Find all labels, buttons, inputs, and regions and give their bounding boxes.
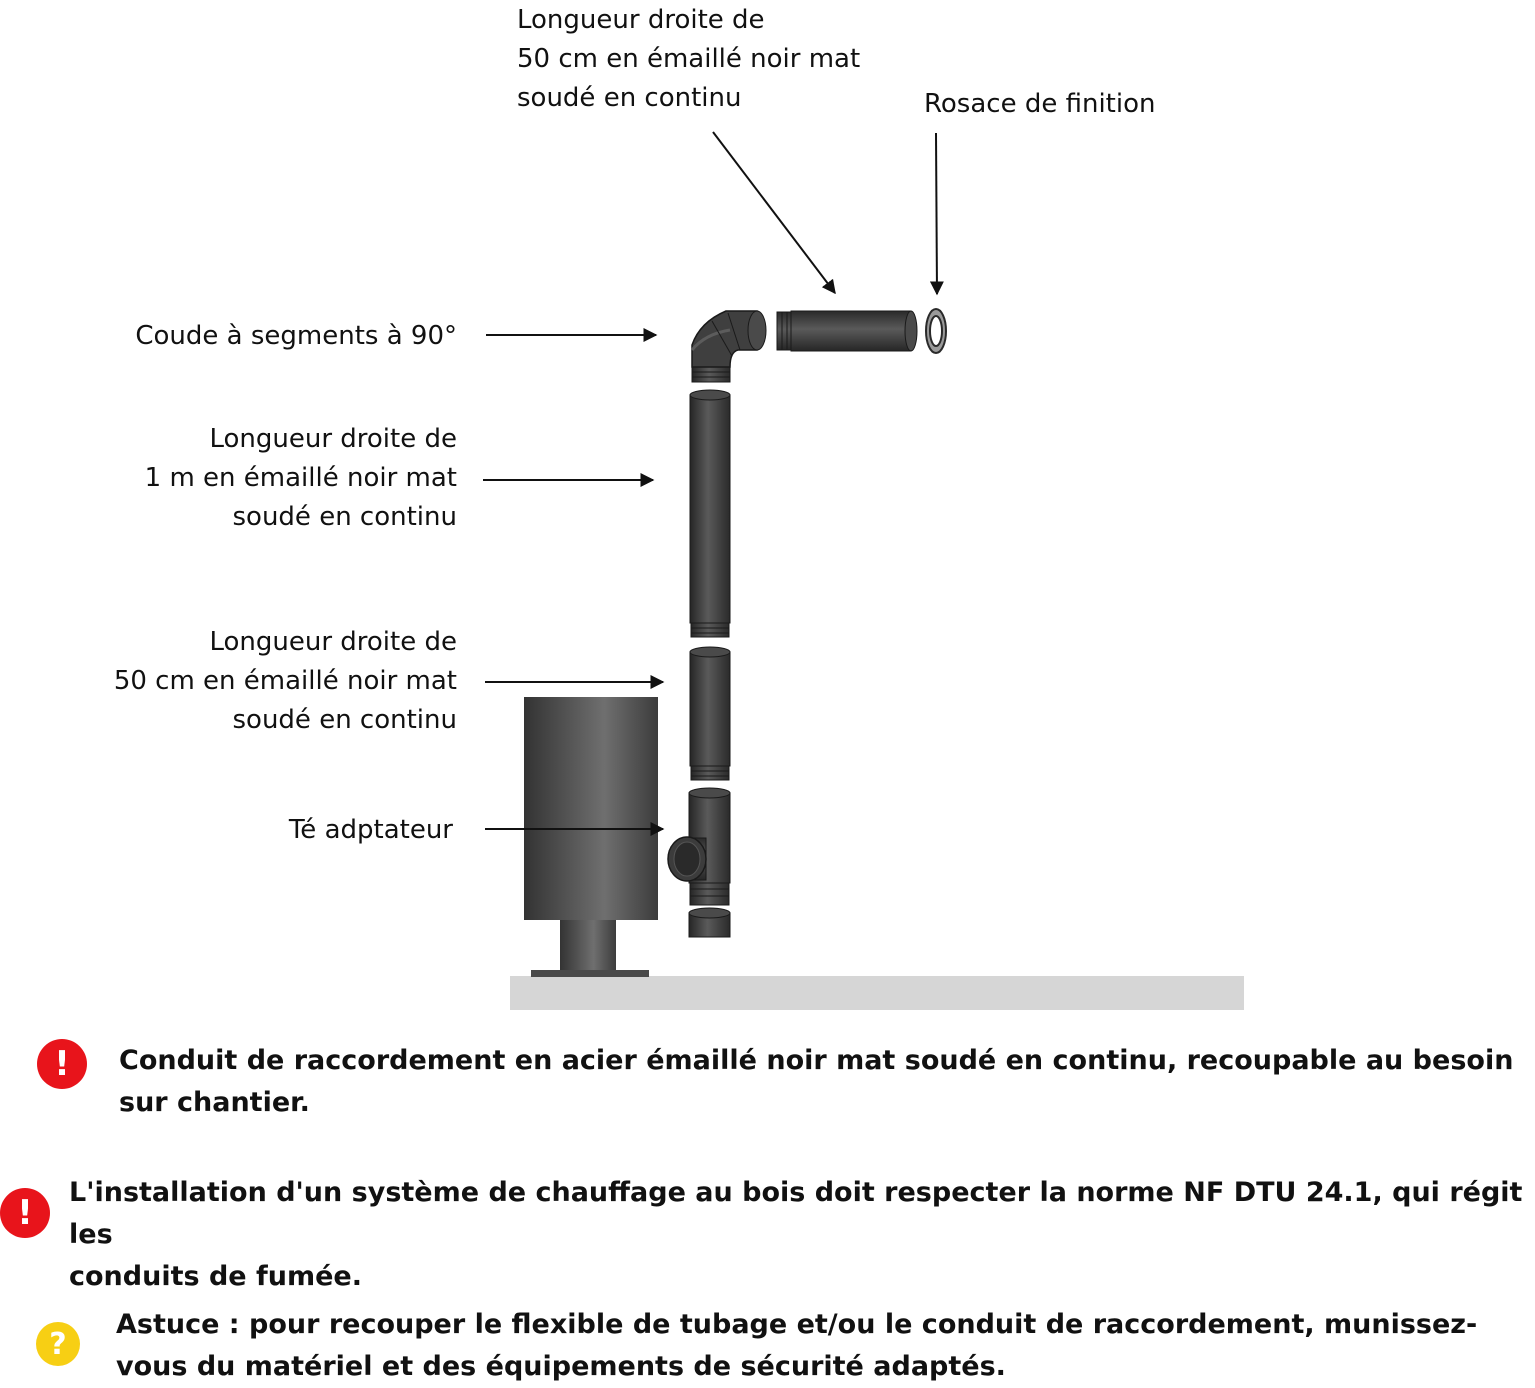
label-pipe-1m: Longueur droite de 1 m en émaillé noir m… <box>145 420 457 537</box>
flue-diagram <box>483 131 1244 1010</box>
warning-icon: ! <box>37 1039 87 1089</box>
label-pipe-50: Longueur droite de 50 cm en émaillé noir… <box>114 623 457 740</box>
arrow-top-pipe <box>712 131 836 295</box>
pipe-50cm-vertical <box>689 646 731 781</box>
label-elbow: Coude à segments à 90° <box>135 321 457 351</box>
bottom-ring <box>688 907 731 938</box>
note-line: conduits de fumée. <box>69 1261 362 1292</box>
note-line: L'installation d'un système de chauffage… <box>69 1177 1523 1250</box>
floor <box>510 976 1244 1010</box>
note-line: sur chantier. <box>119 1087 310 1118</box>
arrow-rosace <box>929 132 944 296</box>
label-line: Longueur droite de <box>209 627 457 657</box>
note-line: Astuce : pour recouper le flexible de tu… <box>116 1309 1478 1340</box>
label-line: soudé en continu <box>232 705 458 735</box>
tee-adapter <box>667 787 731 906</box>
label-line: 50 cm en émaillé noir mat <box>517 44 861 74</box>
question-icon: ? <box>36 1322 80 1366</box>
label-line: Longueur droite de <box>517 5 765 35</box>
label-rosace: Rosace de finition <box>924 89 1156 119</box>
label-tee: Té adptateur <box>288 815 453 845</box>
rosace-finition <box>925 308 947 354</box>
pipe-1m-vertical <box>689 389 731 638</box>
stove <box>524 697 658 977</box>
label-line: soudé en continu <box>517 83 742 113</box>
label-line: Longueur droite de <box>209 424 457 454</box>
label-line: soudé en continu <box>232 502 458 532</box>
note-norme: L'installation d'un système de chauffage… <box>69 1172 1529 1298</box>
warning-icon: ! <box>0 1188 50 1238</box>
note-astuce: Astuce : pour recouper le flexible de tu… <box>116 1304 1516 1388</box>
label-top-pipe: Longueur droite de 50 cm en émaillé noir… <box>517 1 860 118</box>
note-line: Conduit de raccordement en acier émaillé… <box>119 1045 1514 1076</box>
note-conduit: Conduit de raccordement en acier émaillé… <box>119 1040 1519 1124</box>
label-line: 1 m en émaillé noir mat <box>144 463 457 493</box>
elbow-90 <box>690 310 767 383</box>
pipe-50cm-horizontal <box>776 310 918 352</box>
note-line: vous du matériel et des équipements de s… <box>116 1351 1006 1382</box>
label-line: 50 cm en émaillé noir mat <box>113 666 457 696</box>
